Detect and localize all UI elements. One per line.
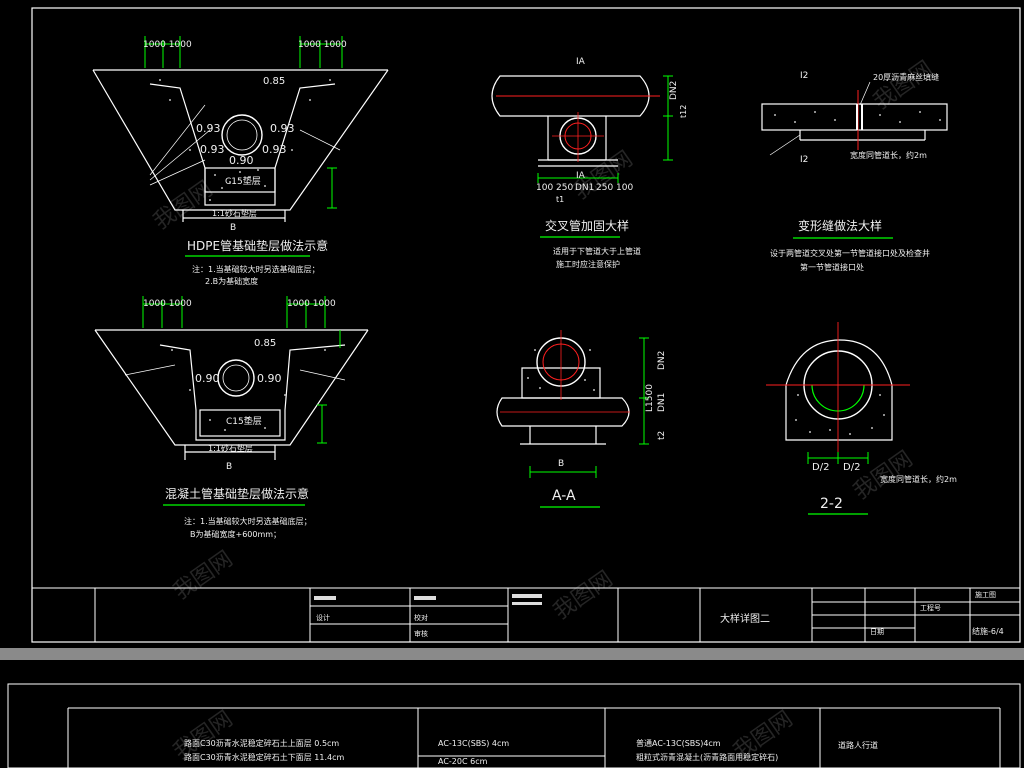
- sheet-separator: [0, 648, 1024, 660]
- hdpe-hatch: [159, 79, 331, 201]
- lower-row2: 路面C30沥青水泥稳定碎石土下面层 11.4cm: [184, 752, 345, 762]
- crossing-note2: 施工时应注意保护: [556, 259, 620, 269]
- lower-row1: 路面C30沥青水泥稳定碎石土上面层 0.5cm: [184, 738, 339, 748]
- concrete-note2: B为基础宽度+600mm；: [190, 529, 281, 539]
- hdpe-v-090: 0.90: [229, 154, 254, 167]
- hdpe-v-085: 0.85: [263, 76, 285, 87]
- crossing-t2: t12: [679, 105, 688, 118]
- hdpe-dim-left: 1000 1000: [143, 40, 192, 50]
- lower-sheet: [7, 683, 1021, 768]
- lower-mid1: AC-13C(SBS) 4cm: [438, 739, 509, 748]
- section-22: D/2 D/2 宽度同管道长，约2m 2-2: [766, 322, 957, 515]
- aa-dim2: DN2: [657, 351, 667, 370]
- tb-sheet-no: 结施-6/4: [972, 626, 1004, 636]
- concrete-c15: C15垫层: [226, 415, 262, 427]
- concrete-slope: 1:1砂石垫层: [208, 443, 253, 453]
- hdpe-section: 1000 1000 1000 1000: [92, 36, 389, 286]
- lower-far-right: 道路人行道: [838, 740, 878, 750]
- concrete-dim-right: 1000 1000: [287, 299, 336, 309]
- 22-d2: D/2: [843, 462, 860, 473]
- aa-b: B: [558, 459, 564, 469]
- hdpe-v-093-r2: 0.93: [262, 143, 287, 156]
- hdpe-title: HDPE管基础垫层做法示意: [187, 238, 328, 253]
- deformation-i2-bot: I2: [800, 155, 808, 165]
- hdpe-v-093-r1: 0.93: [270, 122, 295, 135]
- deformation-joint-detail: I2 I2 20厚沥青麻丝填缝 宽度同管道长，约2m 变形缝做法大样 设于两管道…: [761, 71, 948, 272]
- hdpe-note2: 2.B为基础宽度: [205, 276, 258, 286]
- concrete-v-085: 0.85: [254, 338, 276, 349]
- deformation-title: 变形缝做法大样: [798, 218, 882, 233]
- concrete-section: 1000 1000 1000 1000 0.85 0.90: [94, 296, 369, 539]
- 22-d1: D/2: [812, 462, 829, 473]
- tb-check: 校对: [414, 613, 428, 622]
- crossing-note1: 适用于下管道大于上管道: [553, 246, 641, 256]
- tb-stage: 施工图: [975, 590, 996, 599]
- concrete-note1: 注：1.当基础较大时另选基础底层；: [184, 516, 312, 526]
- 22-note: 宽度同管道长，约2m: [880, 474, 957, 484]
- title-block: [31, 587, 1021, 643]
- hdpe-v-093-l1: 0.93: [196, 122, 221, 135]
- section-aa: L1500 DN2 DN1 t2 B A-A: [496, 330, 667, 508]
- hdpe-dim-right: 1000 1000: [298, 40, 347, 50]
- hdpe-note1: 注：1.当基础较大时另选基础底层；: [192, 264, 320, 274]
- concrete-b: B: [226, 462, 232, 472]
- deformation-note2: 第一节管道接口处: [800, 262, 864, 272]
- deformation-note-len: 宽度同管道长，约2m: [850, 150, 927, 160]
- concrete-v-090-l: 0.90: [195, 372, 220, 385]
- crossing-dn2: DN2: [669, 81, 679, 100]
- aa-title: A-A: [552, 488, 576, 504]
- lower-right2: 粗粒式沥青混凝土(沥青路面用稳定碎石): [636, 752, 778, 762]
- lower-right1: 普通AC-13C(SBS)4cm: [636, 738, 721, 748]
- tb-date: 日期: [870, 628, 884, 636]
- crossing-detail: IA IA DN2 t12 100 250 DN1 250 100 t1 交叉管…: [491, 57, 688, 269]
- lower-mid2: AC-20C 6cm: [438, 757, 488, 766]
- hdpe-slope: 1:1砂石垫层: [212, 208, 257, 218]
- deformation-note1: 设于两管道交叉处第一节管道接口处及检查井: [770, 248, 930, 258]
- concrete-v-090-r: 0.90: [257, 372, 282, 385]
- tb-drawing-name: 大样详图二: [720, 612, 770, 625]
- concrete-title: 混凝土管基础垫层做法示意: [165, 486, 309, 501]
- tb-design: 设计: [316, 613, 330, 622]
- hdpe-v-093-l2: 0.93: [200, 143, 225, 156]
- crossing-d-left: 100 250: [536, 183, 573, 193]
- aa-dim4: t2: [657, 431, 667, 440]
- crossing-ia-bot: IA: [576, 171, 586, 181]
- crossing-t1: t1: [556, 195, 564, 204]
- crossing-d-right: 250 100: [596, 183, 633, 193]
- aa-dim3: DN1: [657, 393, 667, 412]
- lower-sheet-text: 路面C30沥青水泥稳定碎石土上面层 0.5cm 路面C30沥青水泥稳定碎石土下面…: [184, 738, 878, 766]
- deformation-label: 20厚沥青麻丝填缝: [873, 72, 939, 82]
- 22-title: 2-2: [820, 496, 843, 512]
- crossing-ia-top: IA: [576, 57, 586, 67]
- concrete-dim-left: 1000 1000: [143, 299, 192, 309]
- tb-approve: 审核: [414, 629, 428, 638]
- aa-dim1: L1500: [645, 384, 655, 412]
- deformation-i2-top: I2: [800, 71, 808, 81]
- title-block-text: 设计 校对 审核 大样详图二 日期 工程号 施工图 结施-6/4: [314, 590, 1004, 638]
- crossing-dn1: DN1: [575, 183, 594, 193]
- tb-project-no: 工程号: [920, 603, 941, 612]
- crossing-title: 交叉管加固大样: [545, 218, 629, 233]
- hdpe-b: B: [230, 223, 236, 233]
- hdpe-c15: C15垫层: [225, 175, 261, 187]
